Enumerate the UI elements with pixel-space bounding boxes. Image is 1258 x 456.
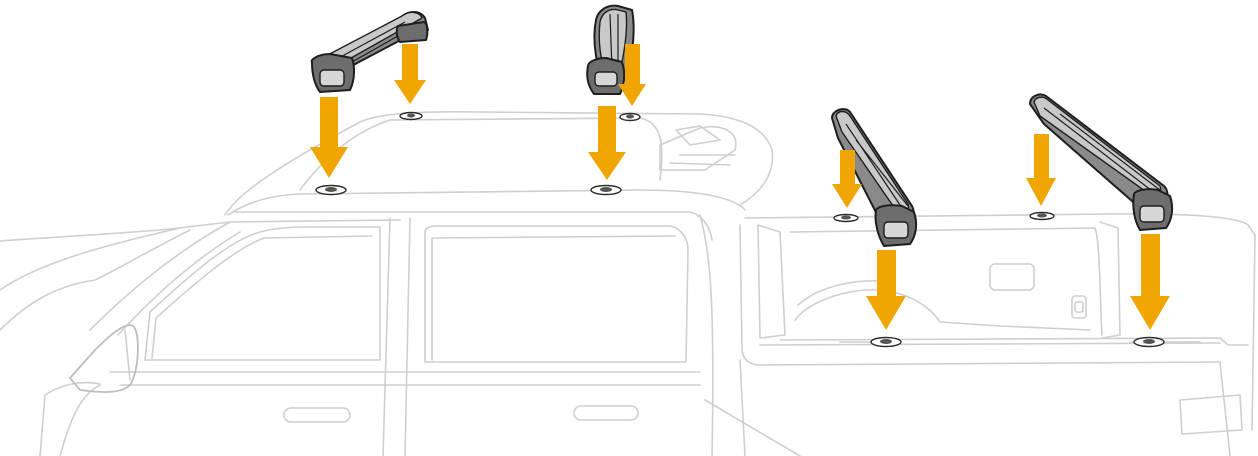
arrow-down (394, 44, 426, 104)
arrow-down (1026, 134, 1056, 206)
front-door-lower (60, 385, 100, 456)
tailgate (1248, 225, 1255, 430)
door-belt-line (110, 372, 700, 385)
install-arrows (310, 44, 1170, 330)
mount-point-bed-rear-near (1134, 338, 1164, 347)
rear-body-lower (740, 360, 1230, 456)
bed-outlet-inner (1075, 302, 1083, 312)
taillight (1180, 395, 1242, 434)
bed-inner-front (758, 225, 785, 338)
rocker-line (705, 400, 800, 456)
bed-outlet (1072, 296, 1086, 318)
mount-point-roof-front-near (316, 186, 346, 195)
mount-point-bed-front-near (871, 338, 901, 347)
mount-point-bed-rear-far (1030, 213, 1054, 220)
bed-top-rail (745, 214, 1248, 225)
arrow-down (1130, 234, 1170, 330)
front-window (145, 227, 380, 360)
truck-outline (0, 112, 1255, 456)
bed-storage-lid (990, 264, 1034, 290)
bed-wheelwell (795, 290, 1090, 330)
mount-point-roof-rear-far (620, 114, 640, 121)
bed-inner-side (790, 228, 1102, 335)
mount-point-roof-front-far (400, 113, 422, 120)
mount-point-bed-front-far (834, 215, 858, 222)
lower-front (40, 383, 100, 456)
rear-window (425, 226, 688, 362)
front-body (0, 230, 190, 330)
front-window-inner (152, 236, 372, 358)
crossbar-bed-rear (1030, 94, 1172, 230)
mount-point-roof-rear-near (591, 186, 621, 195)
rear-door-handle (574, 406, 638, 420)
arrow-down (310, 97, 348, 178)
a-pillar-inner (118, 232, 240, 335)
hood-line (0, 222, 230, 241)
rear-window-inner (432, 236, 675, 360)
front-door-handle (284, 408, 350, 422)
bed-rear-wall (1100, 222, 1120, 338)
b-pillar (383, 218, 410, 456)
rear-door-edge (700, 215, 713, 456)
